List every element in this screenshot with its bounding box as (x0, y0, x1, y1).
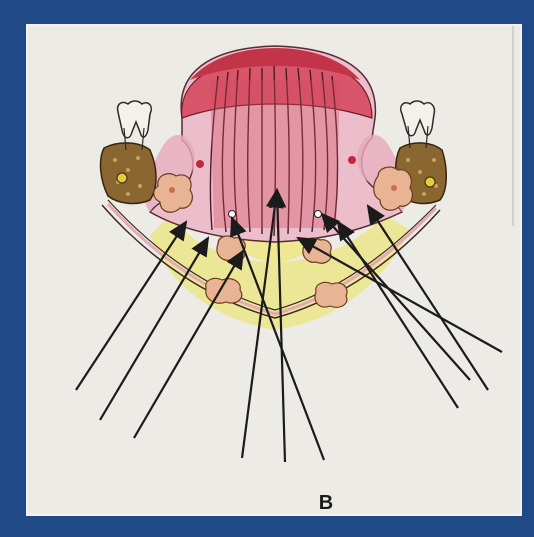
molar-tooth-right (401, 101, 435, 148)
submandibular-gland-center-right (303, 238, 331, 263)
panel-label: B (314, 491, 338, 515)
submandibular-gland-right (315, 282, 347, 307)
mandibular-canal-right (425, 177, 435, 187)
mandibular-canal-left (117, 173, 127, 183)
needle-arrow-1 (76, 222, 186, 390)
vessel-dot-left (196, 160, 204, 168)
lingual-artery-left (229, 211, 236, 218)
vessel-dot-right (348, 156, 356, 164)
lingual-artery-right (315, 211, 322, 218)
